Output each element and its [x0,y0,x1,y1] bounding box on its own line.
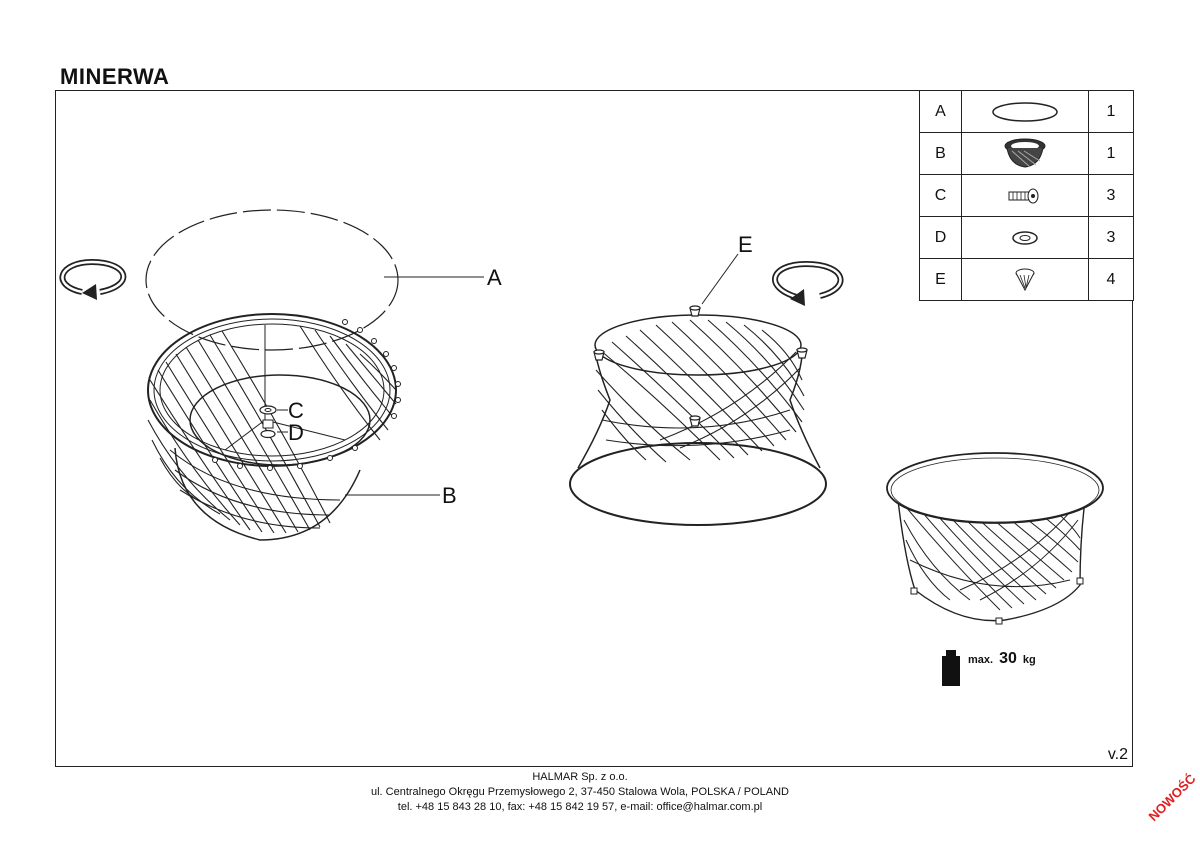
callout-d: D [288,420,304,445]
callout-c: C [288,398,304,423]
glass-top-icon [992,101,1058,122]
part-qty: 1 [1088,132,1134,175]
instruction-frame [55,90,1133,767]
washer-icon [1012,230,1038,245]
parts-list-table: A 1 B 1 C 3 D [919,90,1134,301]
footer: HALMAR Sp. z o.o. ul. Centralnego Okręgu… [0,770,1160,815]
parts-row: A 1 [919,90,1134,133]
inverted-base-view [569,253,827,526]
part-qty: 3 [1088,216,1134,259]
part-label: D [919,216,962,259]
max-load-value: 30 [999,650,1017,667]
exploded-view [145,209,484,541]
part-label: A [919,90,962,133]
part-qty: 4 [1088,258,1134,301]
part-label: E [919,258,962,301]
callout-b: B [442,483,457,508]
rotate-arrow-icon [59,258,127,300]
part-label: C [919,174,962,217]
rotate-arrow-icon [772,260,844,306]
part-qty: 1 [1088,90,1134,133]
max-load: max. 30 kg [942,650,1036,672]
bolt-icon [1008,188,1039,203]
foot-cap-icon [1015,268,1035,291]
part-qty: 3 [1088,174,1134,217]
weight-icon [942,650,960,686]
assembled-table-view [886,452,1104,625]
parts-row: E 4 [919,258,1134,301]
callout-e: E [738,232,753,257]
part-label: B [919,132,962,175]
footer-company: HALMAR Sp. z o.o. [532,771,628,783]
version-label: v.2 [1107,746,1128,763]
document-title: MINERWA [60,64,170,89]
wire-base-icon [1004,138,1046,168]
parts-row: C 3 [919,174,1134,217]
footer-address: ul. Centralnego Okręgu Przemysłowego 2, … [370,786,789,798]
parts-row: B 1 [919,132,1134,175]
footer-contact: tel. +48 15 843 28 10, fax: +48 15 842 1… [397,801,763,813]
max-load-unit: kg [1022,654,1036,666]
parts-row: D 3 [919,216,1134,259]
callout-a: A [487,265,502,290]
max-load-prefix: max. [968,654,994,666]
